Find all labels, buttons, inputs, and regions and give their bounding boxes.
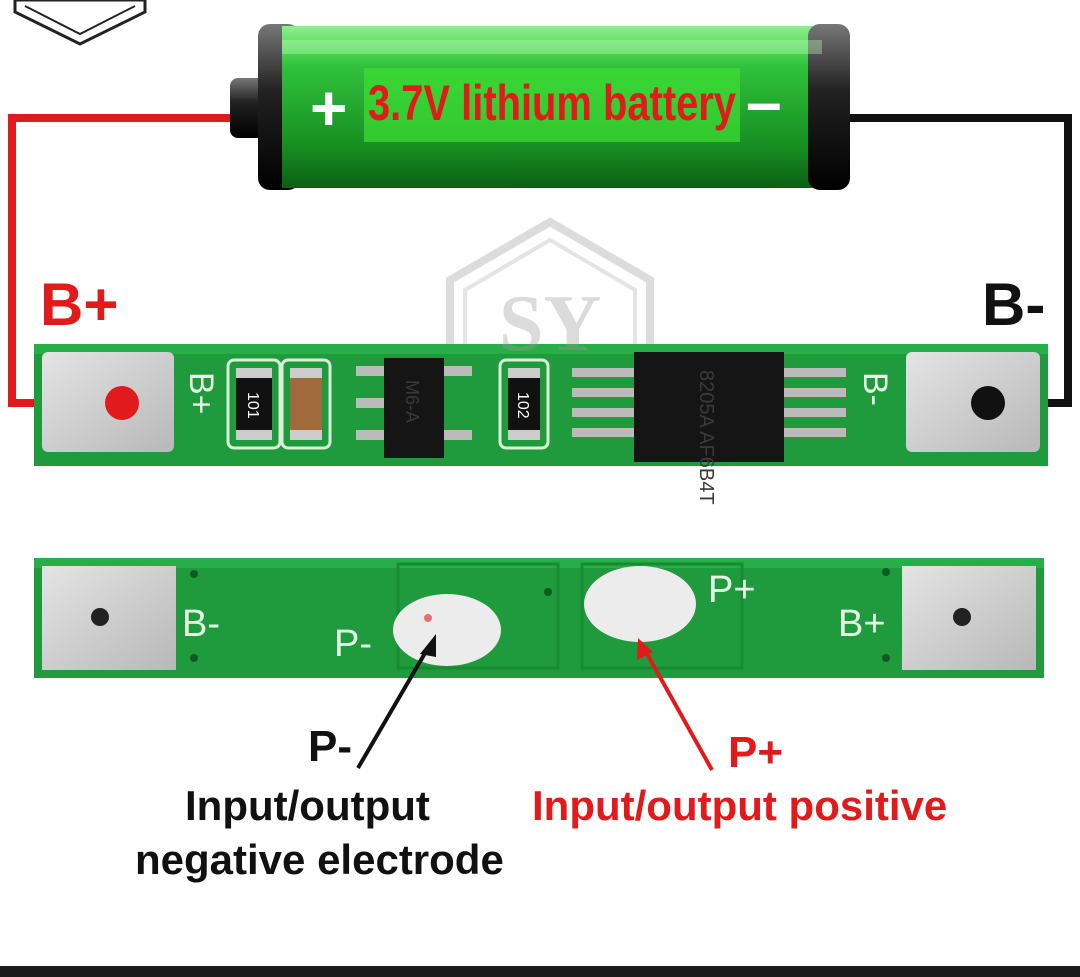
p-plus-desc: Input/output positive [532, 782, 948, 829]
capacitor [290, 368, 322, 440]
silk-b-plus-bottom: B+ [838, 603, 886, 645]
p-minus-title: P- [308, 722, 352, 771]
b-plus-label: B+ [40, 271, 119, 338]
b-minus-solder-dot [971, 386, 1005, 420]
silk-p-minus: P- [334, 623, 372, 665]
p-minus-desc-line2: negative electrode [135, 836, 504, 883]
arrow-p-minus [356, 634, 436, 770]
battery-minus-symbol: – [746, 66, 782, 138]
p-plus-title: P+ [728, 728, 784, 777]
p-minus-desc-line1: Input/output [185, 782, 430, 829]
ic-m6a [356, 358, 472, 458]
arrow-p-plus [637, 638, 714, 771]
resistor-102-marking: 102 [514, 392, 531, 419]
bottom-bar [0, 966, 1080, 977]
resistor-101-marking: 101 [244, 392, 261, 419]
watermark-text: SY [499, 280, 601, 368]
pcb-bottom [34, 558, 1044, 678]
b-plus-solder-dot [105, 386, 139, 420]
silk-b-minus-bottom: B- [182, 603, 220, 645]
silk-b-plus-top: B+ [182, 372, 220, 415]
silk-p-plus: P+ [708, 569, 756, 611]
pad-p-minus [393, 594, 501, 666]
silk-b-minus-top: B- [856, 372, 894, 406]
corner-logo [13, 0, 147, 46]
b-minus-label: B- [982, 271, 1046, 338]
battery-plus-symbol: + [310, 72, 347, 144]
ic-m6a-marking: M6-A [402, 380, 422, 423]
pcb-top [34, 344, 1048, 466]
resistor-101 [236, 368, 272, 440]
battery [230, 24, 850, 190]
ic-8205a [572, 352, 846, 462]
battery-label: 3.7V lithium battery [368, 75, 736, 131]
bottom-pad-b-minus [42, 566, 176, 670]
ic-8205a-marking: 8205A AF6B4T [695, 370, 717, 505]
resistor-102 [508, 368, 540, 440]
pad-p-plus [584, 566, 696, 642]
